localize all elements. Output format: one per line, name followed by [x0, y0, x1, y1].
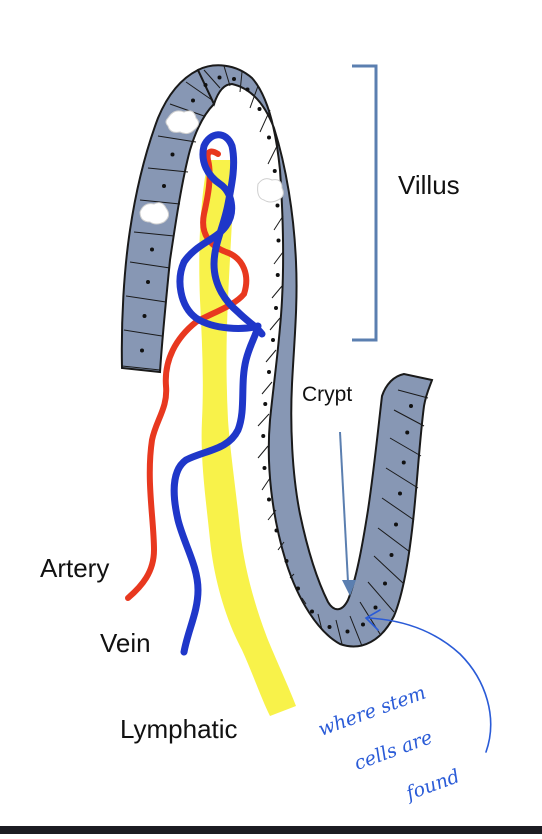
- artery-label: Artery: [40, 553, 110, 583]
- cell-divider: [367, 581, 395, 613]
- lymphatic-label: Lymphatic: [120, 714, 238, 744]
- cell-divider: [349, 615, 363, 647]
- cell-nucleus: [267, 497, 271, 502]
- crypt-arrow: [339, 431, 356, 596]
- cell-divider: [335, 619, 343, 645]
- cell-divider: [157, 135, 197, 143]
- cell-divider: [301, 597, 307, 605]
- cell-nucleus: [383, 581, 387, 586]
- cell-nucleus: [232, 77, 236, 81]
- cell-nucleus: [217, 75, 222, 80]
- cell-nucleus: [150, 247, 154, 252]
- cell-nucleus: [262, 466, 267, 470]
- cell-nucleus: [140, 348, 144, 353]
- cell-nucleus: [345, 629, 350, 634]
- cell-nucleus: [274, 528, 279, 533]
- cell-divider: [267, 509, 277, 521]
- cell-nucleus: [146, 280, 150, 284]
- villus-label: Villus: [398, 170, 460, 200]
- artery-vessel: [125, 148, 250, 601]
- cell-nucleus: [275, 273, 280, 277]
- cell-divider: [125, 295, 167, 303]
- cell-nucleus: [409, 404, 413, 408]
- cell-divider: [139, 199, 181, 205]
- cell-nucleus: [263, 402, 268, 406]
- cell-divider: [277, 541, 285, 551]
- cell-divider: [147, 167, 189, 173]
- cell-divider: [169, 103, 205, 117]
- cell-divider: [273, 215, 284, 231]
- cell-nucleus: [162, 184, 166, 188]
- cell-nucleus: [394, 522, 398, 527]
- cell-divider: [129, 261, 171, 269]
- cell-nucleus: [276, 238, 281, 243]
- cell-nucleus: [274, 306, 278, 310]
- cell-nucleus: [271, 338, 275, 342]
- cell-divider: [269, 317, 281, 331]
- cell-divider: [133, 231, 175, 237]
- cell-nucleus: [405, 430, 410, 435]
- cell-nucleus: [284, 559, 289, 563]
- vein-vessel: [170, 131, 266, 656]
- cell-divider: [385, 467, 419, 489]
- cell-nucleus: [296, 586, 300, 591]
- cell-divider: [261, 381, 273, 395]
- cell-nucleus: [267, 135, 271, 140]
- cell-divider: [389, 437, 422, 457]
- cell-divider: [273, 251, 284, 265]
- cell-nucleus: [267, 370, 271, 374]
- cell-nucleus: [261, 434, 266, 438]
- cell-divider: [249, 85, 259, 109]
- cell-divider: [203, 69, 221, 89]
- cell-nucleus: [398, 491, 402, 496]
- cell-nucleus: [389, 553, 394, 557]
- cell-divider: [121, 365, 161, 371]
- cell-divider: [259, 109, 271, 133]
- cell-nucleus: [361, 622, 365, 627]
- cell-nucleus: [272, 169, 277, 173]
- cell-divider: [257, 445, 269, 459]
- cell-nucleus: [142, 314, 147, 318]
- white-cell-blobs: [139, 110, 284, 225]
- cell-divider: [393, 409, 425, 427]
- cell-nucleus: [257, 107, 262, 111]
- cell-divider: [373, 555, 405, 585]
- cell-divider: [223, 65, 231, 87]
- window-bottom-edge: [0, 826, 542, 834]
- crypt-label: Crypt: [302, 383, 353, 406]
- villus-right-epithelium: [196, 64, 434, 648]
- cell-divider: [265, 349, 277, 363]
- annotation-arrowhead: [364, 609, 381, 631]
- cell-divider: [317, 613, 323, 631]
- cell-divider: [377, 527, 411, 553]
- cell-nucleus: [310, 609, 314, 614]
- cell-nucleus: [373, 605, 378, 610]
- cell-divider: [397, 389, 429, 399]
- cell-nucleus: [327, 625, 332, 629]
- cell-divider: [185, 81, 213, 101]
- cell-nucleus: [170, 152, 175, 157]
- cell-nucleus: [275, 203, 280, 208]
- cell-divider: [239, 71, 243, 93]
- cell-divider: [289, 573, 295, 579]
- cell-nucleus: [245, 87, 250, 92]
- annotation-arrow: [367, 617, 492, 753]
- cell-divider: [261, 477, 271, 491]
- cell-nucleus: [191, 98, 195, 103]
- cell-divider: [271, 285, 283, 299]
- villus-bracket: [352, 64, 378, 342]
- cell-divider: [267, 143, 279, 165]
- cell-nucleus: [401, 460, 406, 465]
- cell-nucleus: [203, 83, 208, 87]
- vein-label: Vein: [100, 628, 151, 658]
- cell-divider: [381, 497, 415, 521]
- cell-divider: [123, 329, 163, 337]
- cell-divider: [257, 413, 270, 427]
